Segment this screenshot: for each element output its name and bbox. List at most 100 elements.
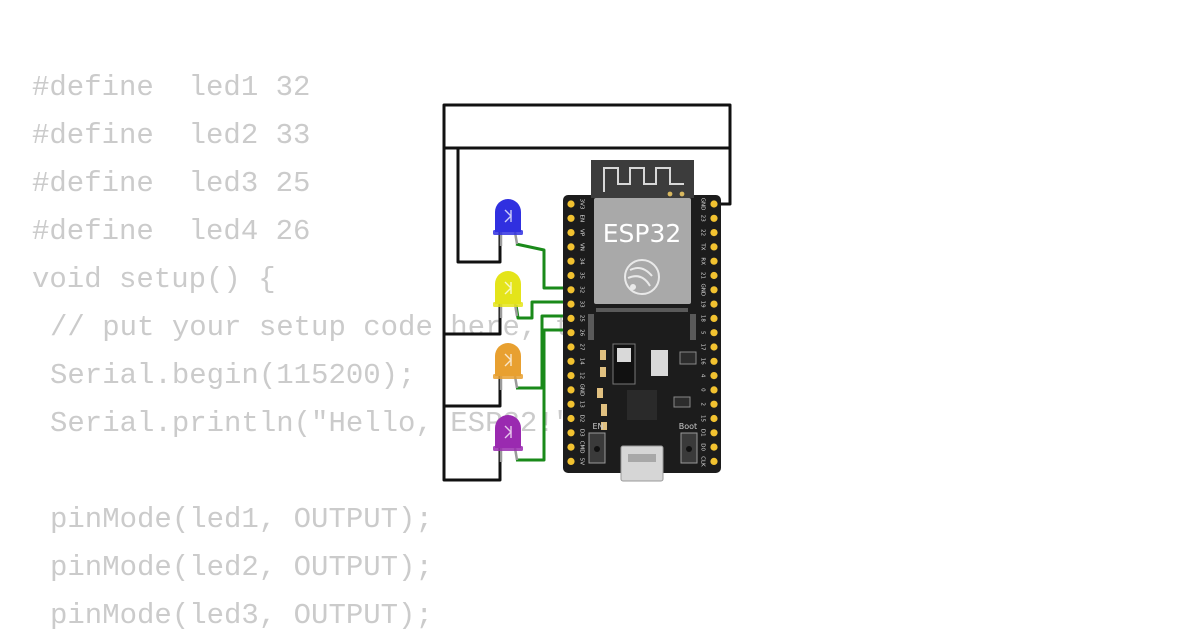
pin-right_pins-7[interactable] — [710, 300, 718, 308]
pin-right_pins-18[interactable] — [710, 457, 718, 465]
pin-label: 21 — [700, 272, 706, 279]
pin-left_pins-0[interactable] — [567, 200, 575, 208]
pin-right_pins-6[interactable] — [710, 286, 718, 294]
usb-port[interactable] — [620, 445, 664, 482]
en-button-label: EN — [592, 422, 603, 431]
pin-right_pins-8[interactable] — [710, 314, 718, 322]
pin-label: 13 — [579, 401, 585, 408]
pin-label: VP — [579, 229, 585, 237]
pin-right_pins-3[interactable] — [710, 243, 718, 251]
pin-label: 3V3 — [579, 199, 585, 210]
pin-label: 12 — [579, 372, 585, 379]
module-pads — [588, 308, 696, 340]
chip-shield — [594, 198, 691, 304]
pin-label: D3 — [579, 429, 585, 437]
antenna-area — [591, 160, 694, 198]
esp32-board[interactable]: ESP32 EN — [563, 160, 721, 482]
code-line: pinMode(led2, OUTPUT); — [50, 551, 433, 584]
leds — [493, 199, 523, 462]
code-line: #define led3 25 — [32, 167, 311, 200]
pin-label: 0 — [700, 388, 706, 392]
code-line: Serial.begin(115200); — [50, 359, 416, 392]
pin-label: GND — [579, 384, 585, 397]
ground-wire-led3 — [444, 376, 502, 408]
pin-right_pins-0[interactable] — [710, 200, 718, 208]
signal-wire-led4 — [516, 328, 572, 462]
signal-wire-led3 — [516, 314, 572, 390]
pin-left_pins-3[interactable] — [567, 243, 575, 251]
pin-label: CLK — [700, 456, 706, 467]
pin-label: 33 — [579, 301, 585, 308]
led-rim — [493, 302, 523, 307]
pin-right_pins-1[interactable] — [710, 214, 718, 222]
pin-label: 19 — [700, 301, 706, 308]
code-line: #define led4 26 — [32, 215, 311, 248]
led-rim — [493, 230, 523, 235]
pin-left_pins-2[interactable] — [567, 229, 575, 237]
pin-left_pins-11[interactable] — [567, 357, 575, 365]
pin-label: CMD — [579, 441, 585, 454]
led-4[interactable] — [493, 415, 523, 462]
espressif-logo-icon — [624, 259, 660, 295]
ground-wire-led1-loop — [456, 148, 502, 264]
usb-port-slot — [628, 454, 656, 462]
pin-left_pins-12[interactable] — [567, 372, 575, 380]
pin-left_pins-10[interactable] — [567, 343, 575, 351]
pin-right_pins-15[interactable] — [710, 414, 718, 423]
pin-left_pins-5[interactable] — [567, 271, 575, 280]
pin-left_pins-13[interactable] — [567, 386, 575, 394]
pin-left_pins-16[interactable] — [567, 429, 575, 437]
pin-label: 4 — [700, 374, 706, 378]
pin-label: D1 — [700, 429, 706, 437]
pin-label: TX — [700, 242, 706, 250]
led-2[interactable] — [493, 271, 523, 318]
pin-right_pins-16[interactable] — [710, 429, 718, 437]
pin-right_pins-5[interactable] — [710, 271, 718, 280]
pin-label: 5 — [700, 331, 706, 335]
pin-label: 32 — [579, 286, 585, 293]
pin-label: GND — [700, 198, 706, 211]
pin-left_pins-15[interactable] — [567, 414, 575, 423]
pin-right_pins-9[interactable] — [710, 329, 718, 337]
pin-left_pins-1[interactable] — [567, 214, 575, 222]
led-1[interactable] — [493, 199, 523, 246]
pin-right_pins-14[interactable] — [710, 400, 718, 408]
pin-left_pins-7[interactable] — [567, 300, 575, 308]
pin-label: 14 — [579, 358, 585, 365]
pin-right_pins-12[interactable] — [710, 372, 718, 380]
code-line: void setup() { — [32, 263, 276, 296]
pin-right_pins-11[interactable] — [710, 357, 718, 365]
pin-label: 26 — [579, 329, 585, 336]
pin-label: 23 — [700, 215, 706, 222]
code-line: #define led1 32 — [32, 71, 311, 104]
pin-left_pins-6[interactable] — [567, 286, 575, 294]
pin-label: 27 — [579, 344, 585, 351]
pin-right_pins-13[interactable] — [710, 386, 718, 394]
board-components — [597, 343, 697, 430]
antenna-dot — [667, 191, 673, 197]
pin-left_pins-14[interactable] — [567, 400, 575, 408]
pin-label: D0 — [700, 443, 706, 451]
pin-left_pins-9[interactable] — [567, 329, 575, 337]
pin-headers: 3V3ENVPVN343532332526271412GND13D2D3CMD5… — [567, 198, 718, 467]
led-body — [495, 199, 521, 232]
ground-wire-led1 — [444, 146, 732, 204]
pin-right_pins-2[interactable] — [710, 229, 718, 237]
pin-right_pins-10[interactable] — [710, 343, 718, 351]
pin-label: 22 — [700, 229, 706, 236]
chip-label: ESP32 — [603, 219, 682, 248]
ground-wires — [442, 103, 732, 482]
pin-left_pins-4[interactable] — [567, 257, 575, 265]
pin-label: RX — [700, 257, 706, 265]
pin-left_pins-18[interactable] — [567, 457, 575, 465]
signal-wires — [514, 242, 572, 462]
pin-right_pins-4[interactable] — [710, 257, 718, 265]
pin-right_pins-17[interactable] — [710, 443, 718, 451]
antenna-trace — [603, 167, 684, 192]
pin-left_pins-17[interactable] — [567, 443, 575, 451]
boot-button-cap — [686, 446, 692, 452]
led-3[interactable] — [493, 343, 523, 390]
code-editor[interactable]: #define led1 32#define led2 33#define le… — [32, 64, 659, 640]
pin-left_pins-8[interactable] — [567, 314, 575, 322]
